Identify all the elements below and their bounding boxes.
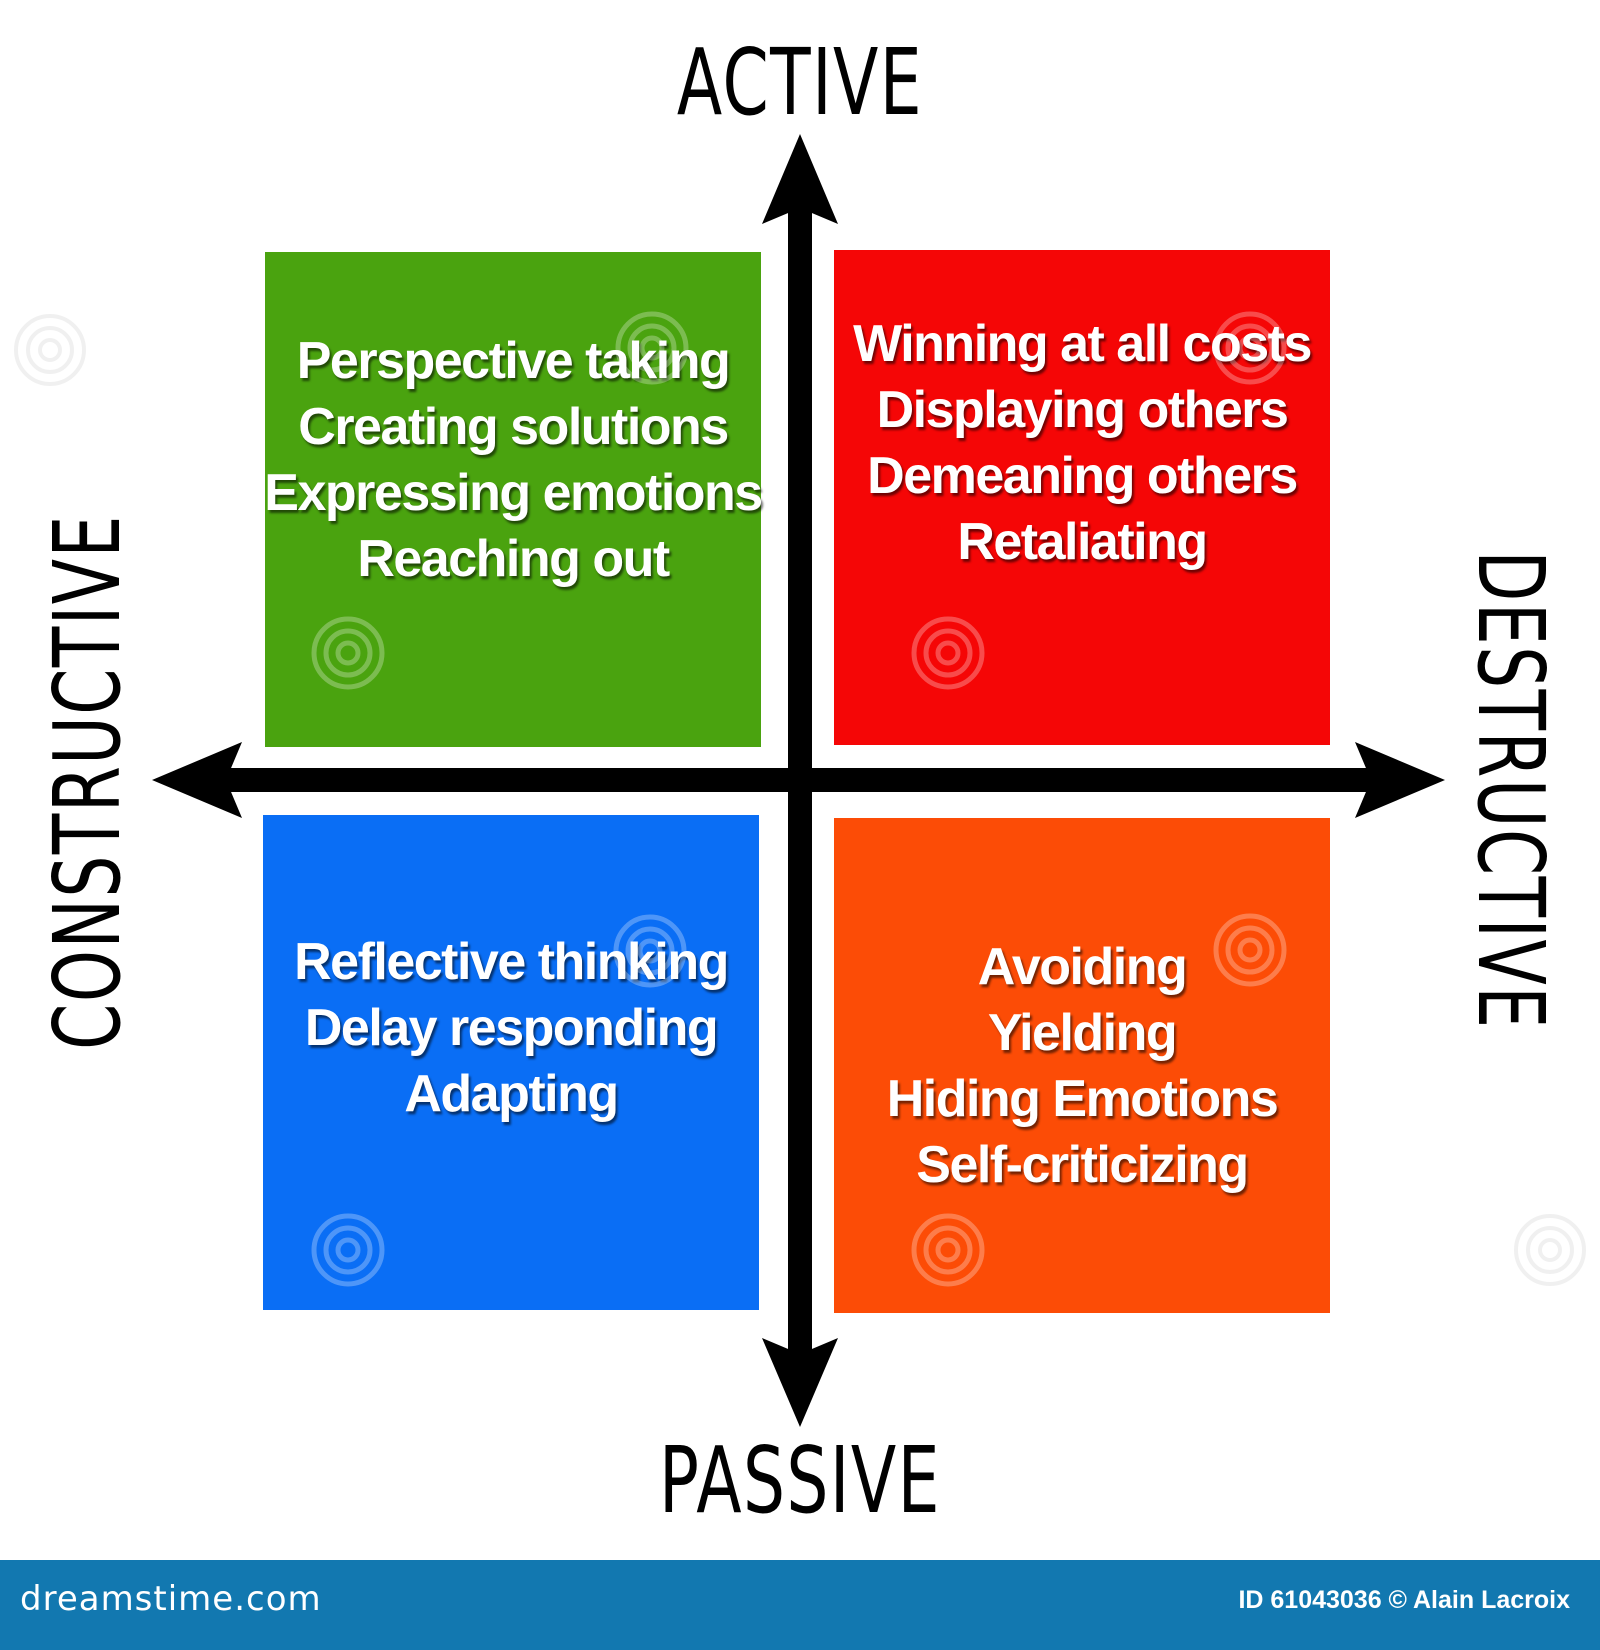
quadrant-item: Winning at all costs: [853, 314, 1312, 373]
quadrant-item: Displaying others: [876, 380, 1289, 439]
quadrant-item: Expressing emotions: [264, 463, 763, 522]
footer-bar: dreamstime.com ID 61043036 © Alain Lacro…: [0, 1560, 1600, 1650]
quadrant-item: Hiding Emotions: [886, 1069, 1279, 1128]
quadrant-items: Reflective thinking Delay responding Ada…: [294, 929, 729, 1127]
arrowhead-right: [1355, 742, 1445, 818]
quadrant-item: Creating solutions: [298, 397, 729, 456]
quadrant-item: Retaliating: [957, 512, 1208, 571]
quadrant-active-constructive: Perspective taking Creating solutions Ex…: [264, 252, 763, 747]
axes-graphic: [152, 134, 1445, 1427]
quadrant-item: Demeaning others: [867, 446, 1298, 505]
diagram-canvas: Perspective taking Creating solutions Ex…: [14, 29, 1586, 1534]
quadrant-item: Self-criticizing: [916, 1135, 1249, 1194]
quadrant-item: Yielding: [987, 1003, 1178, 1062]
axis-label-active: ACTIVE: [676, 29, 924, 136]
quadrant-items: Perspective taking Creating solutions Ex…: [264, 328, 763, 592]
quadrant-item: Avoiding: [977, 937, 1188, 996]
quadrant-item: Delay responding: [304, 998, 719, 1057]
arrowhead-down: [762, 1338, 838, 1427]
quadrant-items: Avoiding Yielding Hiding Emotions Self-c…: [886, 934, 1279, 1198]
horizontal-axis-line: [222, 768, 1372, 792]
axis-label-destructive: DESTRUCTIVE: [1457, 550, 1564, 1030]
axis-label-constructive: CONSTRUCTIVE: [34, 514, 141, 1050]
quadrant-passive-constructive: Reflective thinking Delay responding Ada…: [263, 815, 759, 1310]
quadrant-active-destructive: Winning at all costs Displaying others D…: [834, 250, 1330, 745]
quadrant-item: Adapting: [404, 1064, 619, 1123]
quadrant-item: Perspective taking: [296, 331, 731, 390]
arrowhead-up: [762, 134, 838, 224]
footer-brand-logo[interactable]: dreamstime.com: [20, 1579, 322, 1619]
quadrant-item: Reflective thinking: [294, 932, 729, 991]
footer-image-credit: ID 61043036 © Alain Lacroix: [1238, 1586, 1570, 1614]
axis-label-passive: PASSIVE: [659, 1427, 941, 1534]
quadrant-items: Winning at all costs Displaying others D…: [853, 311, 1312, 575]
quadrant-item: Reaching out: [357, 529, 670, 588]
quadrant-passive-destructive: Avoiding Yielding Hiding Emotions Self-c…: [834, 818, 1330, 1313]
arrowhead-left: [152, 742, 242, 818]
